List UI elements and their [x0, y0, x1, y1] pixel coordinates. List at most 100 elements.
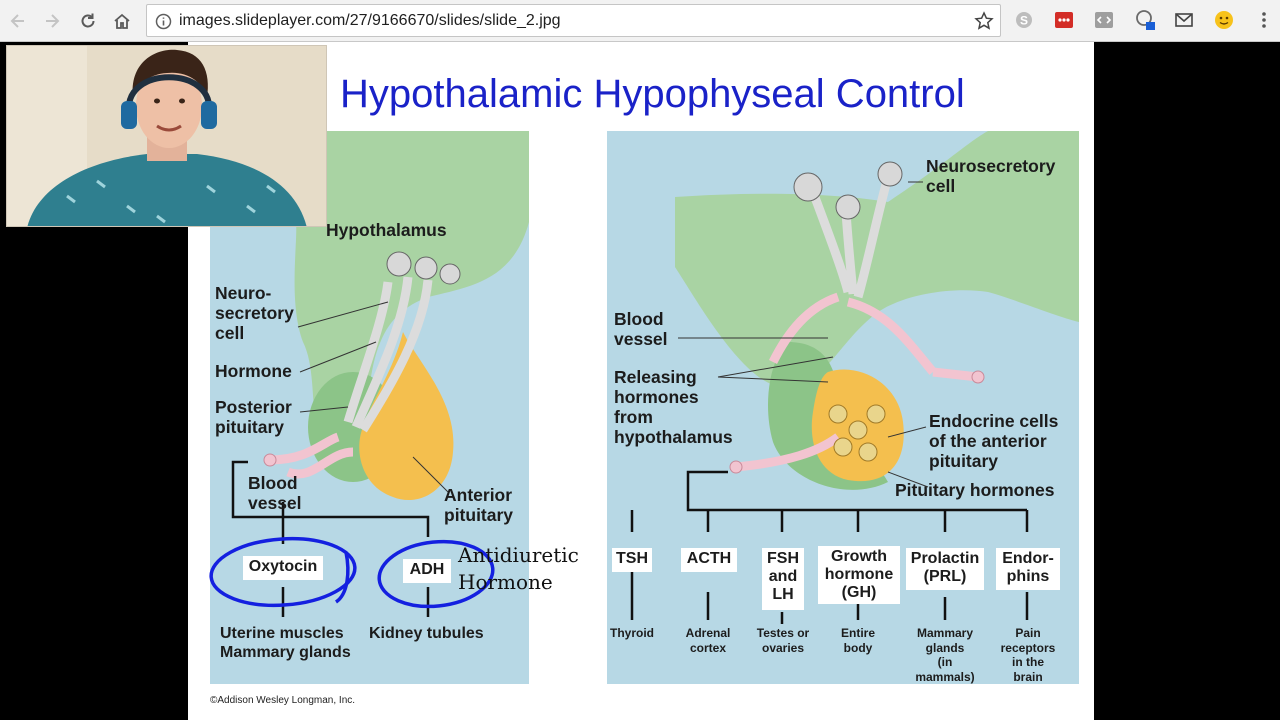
label-text: Anterior [444, 485, 513, 505]
label-right-blood-vessel: Blood vessel [614, 309, 668, 349]
label-anterior-pituitary: Anterior pituitary [444, 485, 513, 525]
label-text: LH [772, 586, 794, 603]
code-icon [1095, 12, 1113, 28]
home-button[interactable] [108, 7, 136, 35]
label-text: pituitary [215, 417, 285, 437]
left-hypothalamus-shape [294, 131, 529, 437]
label-text: vessel [614, 329, 668, 349]
label-text: (PRL) [923, 568, 967, 585]
label-text: Mammary glands [220, 644, 351, 661]
lastpass-icon [1055, 12, 1073, 28]
label-text: Entire [840, 626, 875, 640]
handwritten-annotation: Antidiuretic Hormone [458, 542, 579, 596]
label-left-blood-vessel: Blood vessel [248, 473, 302, 513]
label-text: vessel [248, 493, 302, 513]
anterior-pituitary-shape [359, 332, 454, 500]
label-uterine-mammary: Uterine muscles Mammary glands [220, 624, 351, 662]
label-text: Endor- [1002, 550, 1054, 567]
label-text: cortex [689, 640, 727, 655]
label-text: body [843, 640, 873, 655]
label-text: Posterior [215, 397, 292, 417]
webcam-overlay [6, 45, 327, 227]
label-text: TSH [616, 550, 648, 567]
label-text: hypothalamus [614, 427, 733, 447]
box-adh: ADH [403, 559, 451, 583]
label-text: pituitary [929, 451, 999, 471]
label-releasing-hormones: Releasing hormones from hypothalamus [614, 367, 733, 447]
star-icon[interactable] [974, 11, 994, 31]
emoji-extension[interactable] [1213, 9, 1235, 31]
copyright-text: ©Addison Wesley Longman, Inc. [210, 695, 356, 706]
target-testes-ovaries: Testes or ovaries [748, 626, 818, 655]
target-thyroid: Thyroid [600, 626, 664, 641]
target-entire-body: Entire body [826, 626, 890, 655]
label-text: Neurosecretory [926, 156, 1056, 176]
left-blood-vessel [269, 432, 354, 479]
label-text: and [768, 568, 798, 585]
lastpass-extension[interactable] [1053, 9, 1075, 31]
label-text: Growth [831, 548, 887, 565]
label-text: Testes or [756, 626, 810, 640]
box-endorphins: Endor- phins [996, 548, 1060, 590]
browser-toolbar: images.slideplayer.com/27/9166670/slides… [0, 0, 1280, 42]
right-hypothalamus-shape [675, 131, 1079, 388]
label-text: ovaries [761, 640, 805, 655]
code-extension[interactable] [1093, 9, 1115, 31]
presenter-video [7, 46, 326, 226]
box-oxytocin: Oxytocin [243, 556, 323, 580]
home-icon [114, 13, 130, 29]
label-text: Antidiuretic [458, 543, 579, 567]
slide-image: Hypothalamic Hypophyseal Control [188, 42, 1094, 720]
label-text: pituitary [444, 505, 514, 525]
label-text: Neuro- [215, 283, 272, 303]
reload-button[interactable] [74, 7, 102, 35]
oxytocin-circle-annotation [209, 536, 357, 608]
info-icon[interactable] [155, 13, 172, 30]
reload-icon [81, 13, 95, 28]
label-text: Prolactin [910, 550, 980, 567]
gmail-extension[interactable] [1173, 9, 1195, 31]
label-hormone: Hormone [215, 361, 292, 381]
forward-button[interactable] [38, 7, 66, 35]
menu-button[interactable] [1253, 9, 1275, 31]
label-text: Thyroid [610, 626, 654, 640]
more-vert-icon [1262, 12, 1266, 28]
target-mammary: Mammary glands (in mammals) [910, 626, 980, 684]
label-text: phins [1006, 568, 1050, 585]
box-fsh-lh: FSH and LH [762, 548, 804, 610]
label-text: receptors [1000, 640, 1056, 655]
label-text: cell [926, 176, 956, 196]
label-text: brain [1013, 669, 1043, 684]
diagram-drawing [209, 131, 1079, 684]
label-text: Blood [248, 473, 298, 493]
screencastify-extension[interactable] [1134, 9, 1156, 31]
slide-title: Hypothalamic Hypophyseal Control [340, 72, 965, 116]
skype-extension[interactable]: S [1013, 9, 1035, 31]
label-text: Pain [1015, 626, 1041, 640]
label-text: hormones [614, 387, 699, 407]
label-text: of the anterior [929, 431, 1047, 451]
label-text: hormone [824, 566, 894, 583]
label-text: Adrenal [685, 626, 731, 640]
forward-arrow-icon [46, 14, 60, 28]
label-pituitary-hormones: Pituitary hormones [895, 480, 1055, 500]
label-text: Mammary [916, 626, 974, 640]
back-button[interactable] [4, 7, 32, 35]
target-pain-receptors: Pain receptors in the brain [994, 626, 1062, 684]
label-hypothalamus: Hypothalamus [326, 220, 447, 240]
label-posterior-pituitary: Posterior pituitary [215, 397, 292, 437]
adh-circle-annotation [377, 539, 495, 609]
label-text: Uterine muscles [220, 625, 344, 642]
emoji-icon [1215, 11, 1233, 29]
box-acth: ACTH [681, 548, 737, 572]
box-growth-hormone: Growth hormone (GH) [818, 546, 900, 604]
label-text: (GH) [841, 584, 877, 601]
label-text: FSH [767, 550, 799, 567]
label-text: ACTH [686, 550, 732, 567]
label-text: Blood [614, 309, 664, 329]
label-endocrine-cells: Endocrine cells of the anterior pituitar… [929, 411, 1058, 471]
mail-icon [1175, 13, 1193, 27]
label-text: Releasing [614, 367, 697, 387]
address-bar[interactable]: images.slideplayer.com/27/9166670/slides… [146, 4, 1001, 37]
url-text: images.slideplayer.com/27/9166670/slides… [179, 12, 561, 29]
